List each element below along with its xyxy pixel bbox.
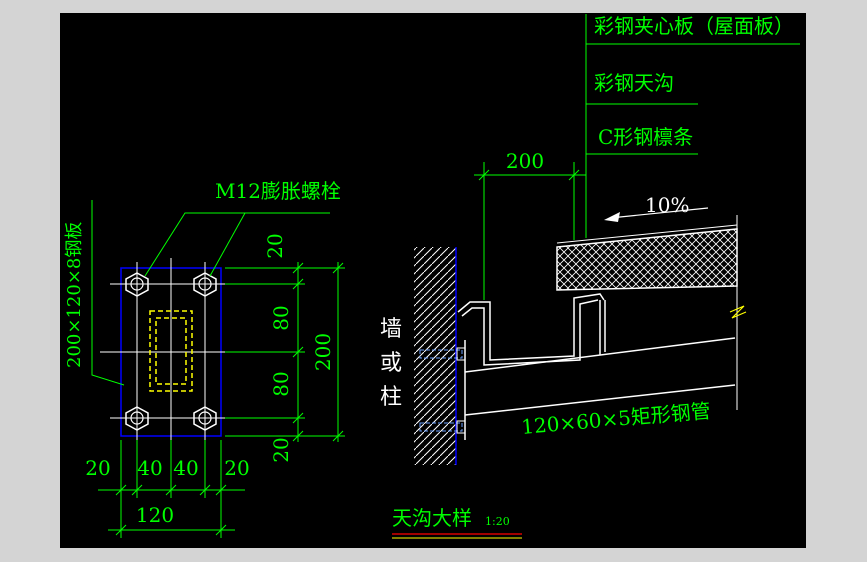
break-mark [729,305,747,319]
scale-text: 1:20 [485,515,510,528]
drawing-title: 天沟大样 1:20 [392,506,522,539]
plate-label: 200×120×8钢板 [64,222,85,368]
title-text: 天沟大样 [392,506,472,530]
overhang-label: 200 [506,149,544,173]
base-plate-detail: 20 80 80 20 200 20 40 40 20 120 M12膨胀螺栓 … [64,179,345,538]
dim-horizontal-1: 20 [85,456,110,480]
overhang-dimension [474,162,586,300]
roof-panel-top-skin [556,224,738,244]
bolt-label: M12膨胀螺栓 [215,179,341,203]
slope-arrow [609,207,709,219]
slope-arrowhead [604,212,620,222]
callout-leaders [585,14,800,238]
bolt-icon [193,406,217,431]
wall-label-3: 柱 [380,385,402,410]
tube-section-outer [149,310,193,392]
dim-vertical-2: 80 [269,305,293,330]
gutter-label: 彩钢天沟 [594,71,674,95]
dim-vertical-3: 80 [269,371,293,396]
dim-vertical-4: 20 [269,437,293,462]
slope-label: 10% [645,193,689,217]
wall-label-1: 墙 [380,317,402,342]
vertical-dimensions [225,262,345,442]
dim-horizontal-total: 120 [136,503,174,527]
wall-label-2: 或 [380,351,402,376]
purlin-label: C形钢檩条 [598,125,693,149]
horizontal-dimensions [98,440,245,538]
wall-hatch [414,247,456,465]
bolt-icon [125,272,149,297]
gutter-profile [457,293,605,366]
tube-bottom-edge [464,384,736,416]
dim-horizontal-2: 40 [137,456,162,480]
bolt-icon [125,406,149,431]
dim-horizontal-4: 20 [224,456,249,480]
dim-vertical-total: 200 [311,333,335,371]
bolt-icon [193,272,217,297]
bolt-leader-2 [209,212,246,277]
dim-horizontal-3: 40 [173,456,198,480]
dim-vertical-1: 20 [263,233,287,258]
bolt-leader [144,212,330,277]
plate-leader [91,200,125,386]
roof-panel-label: 彩钢夹心板（屋面板） [594,14,794,38]
